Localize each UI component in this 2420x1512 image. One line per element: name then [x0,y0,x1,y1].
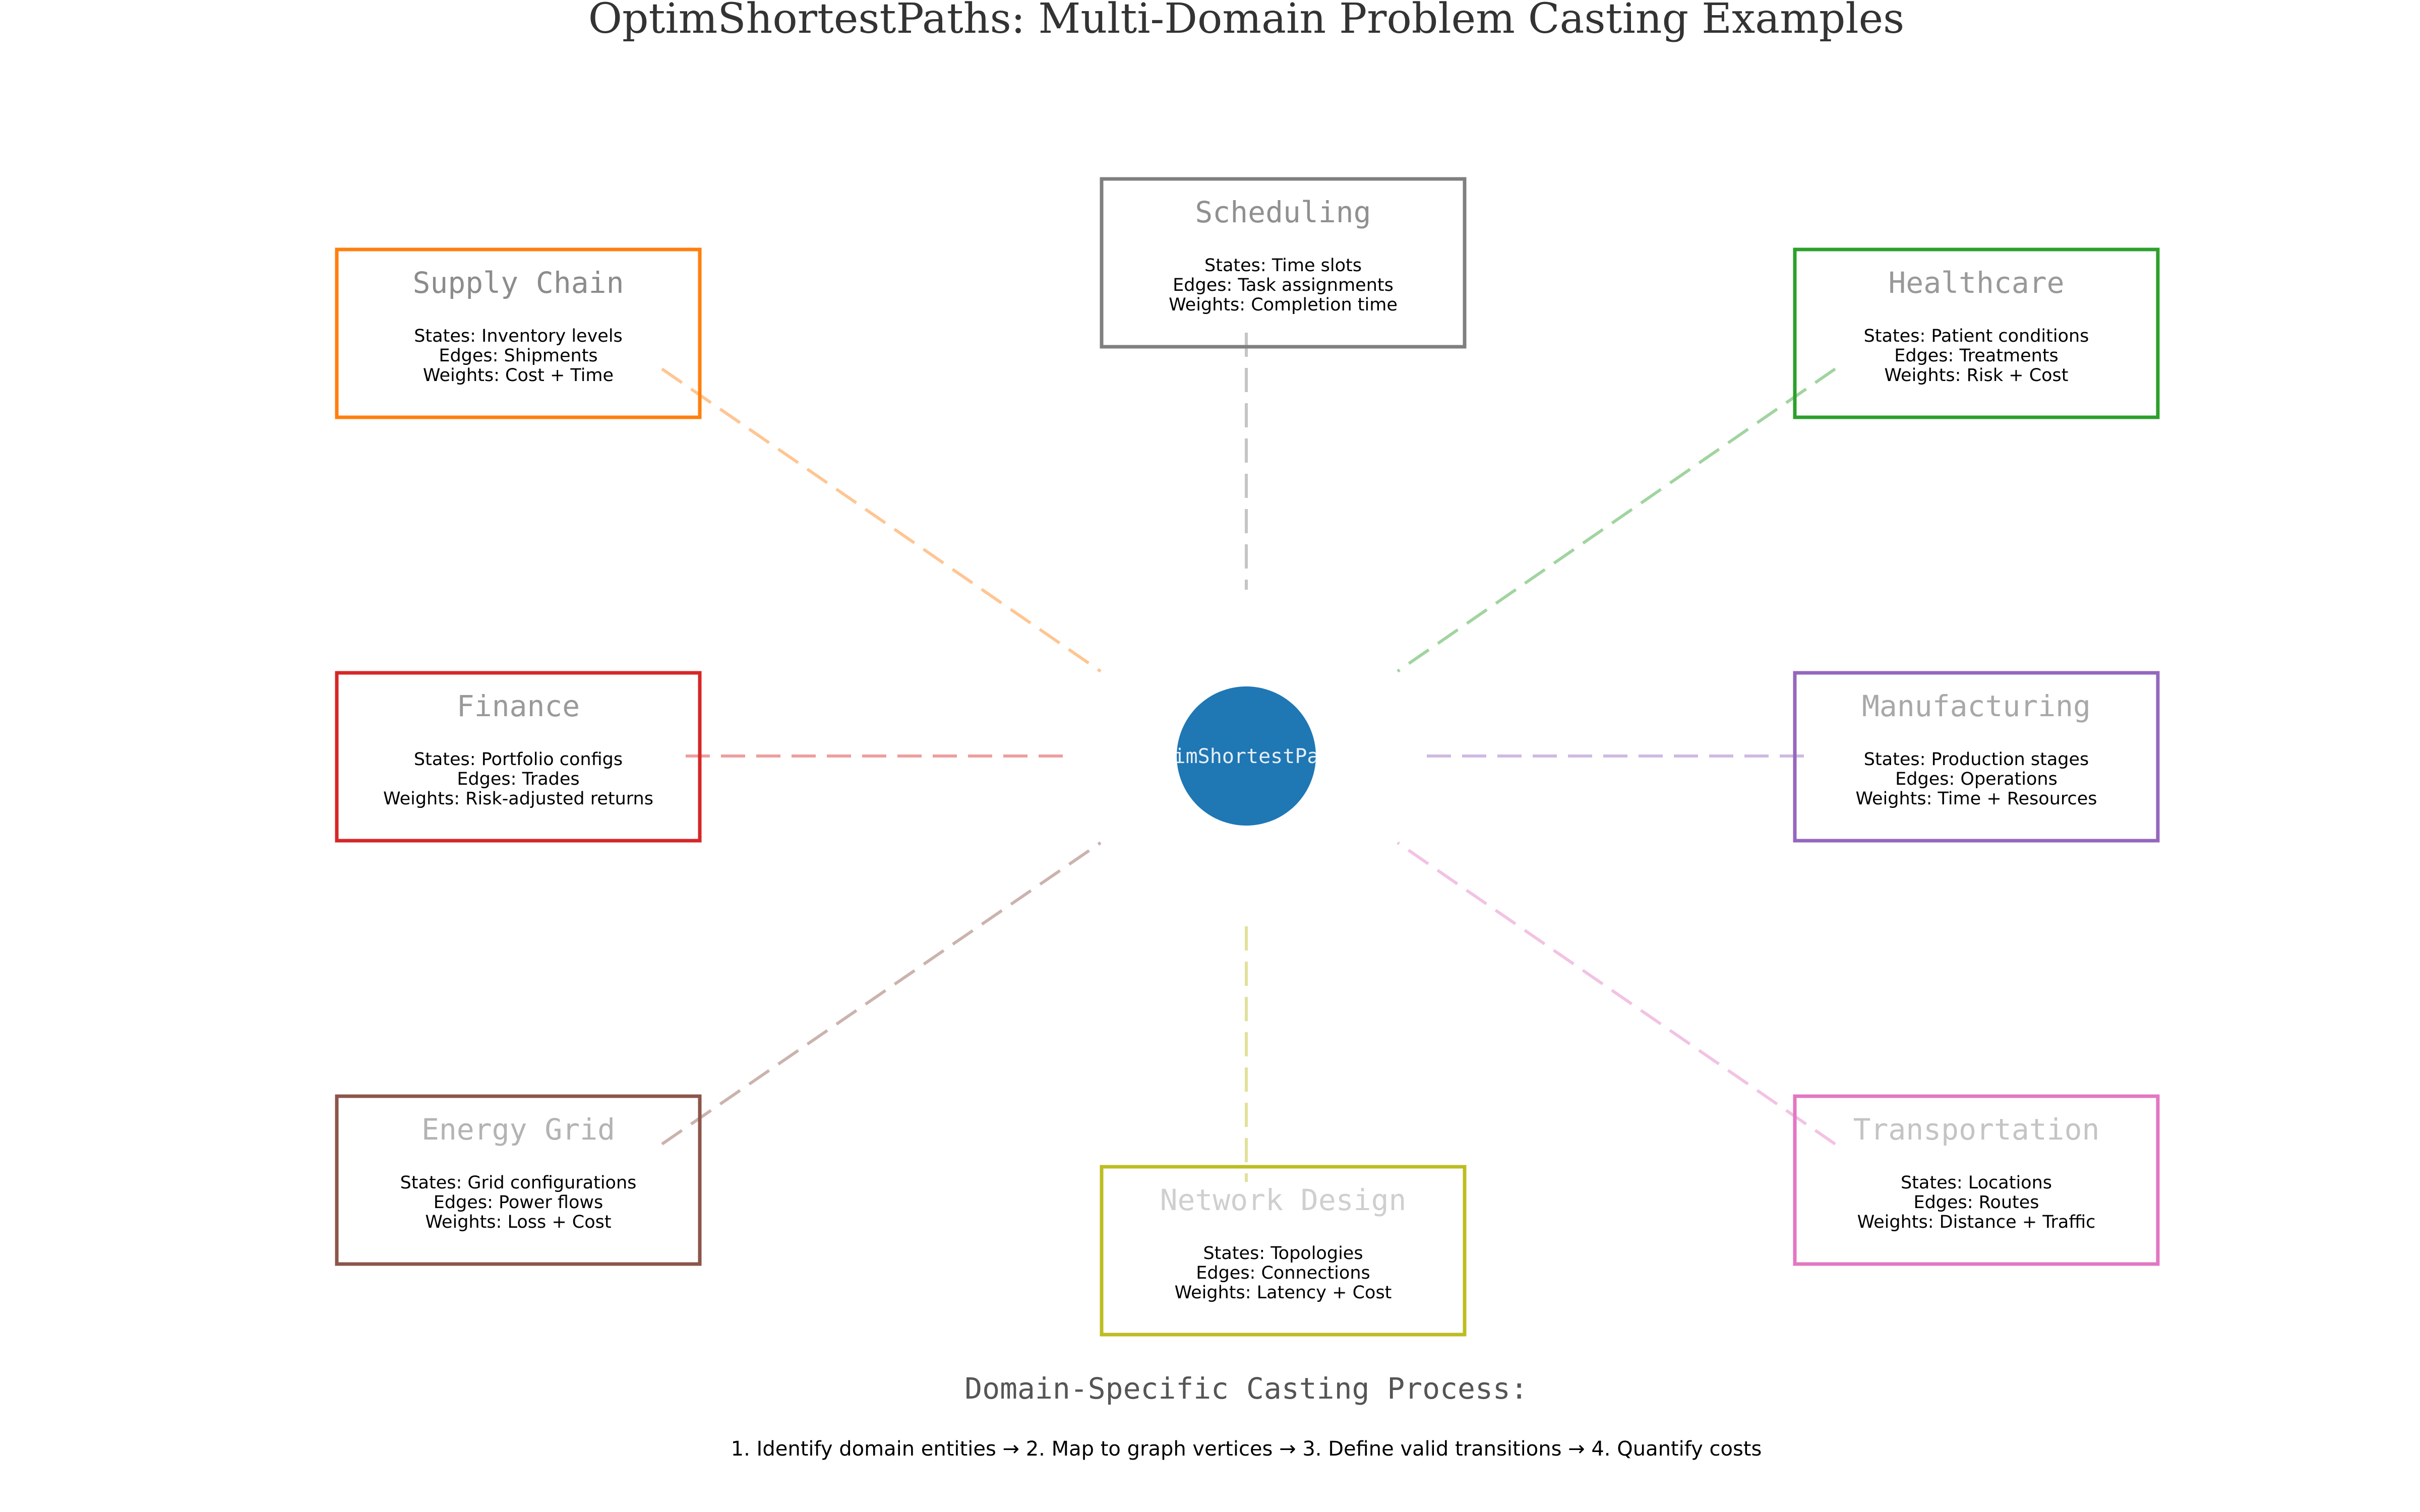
connector-transportation [1397,841,1836,1146]
domain-title: Network Design [1160,1183,1407,1217]
domain-title: Finance [457,689,580,723]
domain-title: Scheduling [1195,195,1371,229]
diagram-title: OptimShortestPaths: Multi-Domain Problem… [588,0,1905,43]
domain-states: States: Portfolio configs [414,749,623,770]
domain-title: Supply Chain [412,266,624,300]
domain-states: States: Time slots [1204,256,1362,276]
domain-edges: Edges: Routes [1913,1192,2039,1213]
process-steps: 1. Identify domain entities → 2. Map to … [731,1437,1762,1461]
domain-edges: Edges: Power flows [434,1192,603,1213]
domain-states: States: Grid configurations [400,1173,637,1193]
domain-states: States: Inventory levels [414,326,623,346]
domain-box-border [1100,177,1467,349]
domain-box-border [1793,247,2160,419]
center-node[interactable]: OptimShortestPaths [1137,686,1355,826]
domain-box-border [1793,1094,2160,1266]
domain-edges: Edges: Task assignments [1173,275,1394,295]
domain-states: States: Production stages [1864,749,2089,770]
domain-title: Energy Grid [421,1112,615,1147]
domain-weights: Weights: Completion time [1169,295,1398,315]
center-circle [1177,686,1316,826]
domain-weights: Weights: Cost + Time [423,365,614,386]
domain-title: Healthcare [1888,266,2064,300]
domain-weights: Weights: Loss + Cost [425,1212,611,1232]
domain-states: States: Topologies [1203,1243,1363,1264]
domain-states: States: Locations [1901,1173,2052,1193]
domain-box-border [335,671,702,843]
domain-edges: Edges: Connections [1196,1263,1370,1283]
process-heading: Domain-Specific Casting Process: [964,1371,1528,1406]
domain-weights: Weights: Risk + Cost [1884,365,2068,386]
domain-weights: Weights: Time + Resources [1855,789,2097,809]
domain-box-border [335,1094,702,1266]
center-label: OptimShortestPaths [1137,745,1355,768]
domain-edges: Edges: Shipments [439,346,597,366]
connector-energy-grid [661,841,1102,1146]
domain-box-border [1793,671,2160,843]
domain-edges: Edges: Operations [1895,769,2058,789]
domain-title: Transportation [1853,1112,2100,1147]
domain-box-border [335,247,702,419]
domain-edges: Edges: Trades [457,769,579,789]
connector-healthcare [1397,367,1836,673]
domain-box-border [1100,1165,1467,1337]
domain-states: States: Patient conditions [1864,326,2089,346]
domain-edges: Edges: Treatments [1894,346,2059,366]
domain-weights: Weights: Risk-adjusted returns [383,789,653,809]
domain-weights: Weights: Latency + Cost [1175,1283,1392,1303]
domain-weights: Weights: Distance + Traffic [1857,1212,2096,1232]
domain-title: Manufacturing [1862,689,2091,723]
connectors [661,333,1836,1182]
connector-supply-chain [661,367,1102,673]
